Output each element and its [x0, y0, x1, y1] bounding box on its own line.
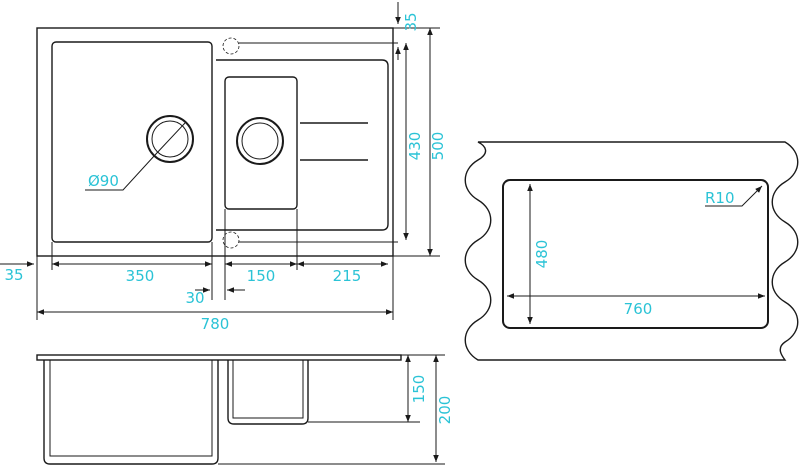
- dim-large-bowl-depth: 200: [436, 396, 454, 425]
- radius-leader: [705, 185, 763, 207]
- dim-left-margin: 35: [4, 266, 23, 284]
- large-bowl-profile: [43, 360, 219, 465]
- large-bowl-inner: [49, 360, 213, 457]
- sink-outline: [36, 27, 394, 257]
- dim-bowls-height: 430: [406, 132, 424, 161]
- diameter-leader-tail: [85, 154, 156, 191]
- tap-hole-bottom-icon: [222, 231, 240, 249]
- dim-small-bowl-depth: 150: [410, 375, 428, 404]
- dim-drain-diameter: Ø90: [88, 172, 119, 190]
- tap-hole-top-icon: [222, 37, 240, 55]
- top-view: Ø90 35 430 500 35 350 150 215 30 780: [0, 2, 447, 333]
- dim-top-margin: 35: [402, 12, 420, 31]
- side-view: 150 200: [36, 354, 454, 465]
- dim-cutout-height: 480: [533, 240, 551, 269]
- drainer-area: [216, 59, 389, 231]
- diameter-leader: [154, 122, 186, 156]
- large-drain-icon: [146, 115, 194, 163]
- small-bowl-profile: [227, 360, 309, 425]
- worktop-edge: [36, 354, 402, 361]
- dim-cutout-width: 760: [624, 300, 653, 318]
- large-drain-inner-icon: [151, 120, 189, 158]
- small-bowl: [224, 76, 298, 210]
- dim-small-bowl-width: 150: [247, 267, 276, 285]
- cutout-rect: [502, 179, 769, 329]
- worktop-wavy-outline: [464, 141, 799, 361]
- small-drain-icon: [236, 117, 284, 165]
- dim-bowl-gap: 30: [185, 289, 204, 307]
- small-drain-inner-icon: [241, 122, 279, 160]
- dim-large-bowl-width: 350: [126, 267, 155, 285]
- large-bowl: [51, 41, 213, 243]
- dim-drainer-width: 215: [333, 267, 362, 285]
- cutout-view: 480 760 R10: [464, 141, 799, 361]
- dim-corner-radius: R10: [705, 189, 735, 207]
- small-bowl-inner: [232, 360, 304, 419]
- dim-overall-width: 780: [201, 315, 230, 333]
- dim-overall-height: 500: [429, 132, 447, 161]
